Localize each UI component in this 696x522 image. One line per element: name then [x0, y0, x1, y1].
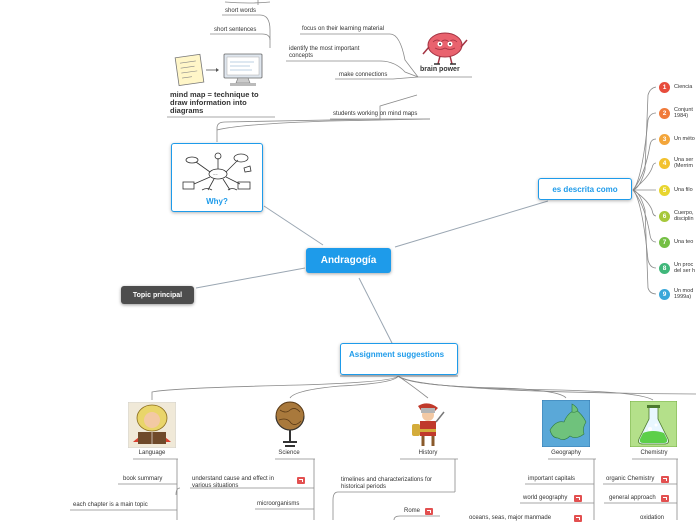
rome-text: Rome — [404, 508, 421, 514]
list-item-label: Conjunt 1984) — [674, 107, 693, 119]
list-item-label: Una teo — [674, 239, 694, 245]
note-flag-icon — [661, 495, 669, 502]
globe-icon — [275, 401, 305, 447]
svg-text:~~: ~~ — [213, 172, 218, 177]
organic-chemistry-text: organic Chemistry — [606, 476, 655, 482]
focus-text: focus on their learning material — [302, 26, 385, 32]
central-topic[interactable]: Andragogía — [306, 248, 391, 273]
assignment-topic[interactable]: Assignment suggestions — [340, 343, 458, 375]
short-sentences-text: short sentences — [214, 27, 257, 33]
list-item-label: Una filo — [674, 187, 693, 193]
brain-power-label: brain power — [420, 66, 460, 73]
book-summary-text: book summary — [123, 476, 163, 482]
chapter-text: each chapter is a main topic — [73, 502, 148, 508]
europe-map-icon — [542, 400, 590, 447]
floating-topic[interactable]: Topic principal — [121, 286, 194, 304]
list-number-badge: 8 — [659, 263, 670, 274]
descrita-topic-label: es descrita como — [552, 184, 618, 194]
brain-icon — [422, 32, 468, 65]
make-connections-text: make connections — [339, 72, 388, 78]
mindmap-sketch-icon: ~~ — [182, 152, 252, 191]
descrita-topic[interactable]: es descrita como — [538, 178, 632, 200]
geography-label: Geography — [551, 450, 581, 456]
history-soldier-icon — [412, 403, 445, 446]
list-number-badge: 6 — [659, 211, 670, 222]
language-label: Language — [138, 450, 166, 456]
science-label: Science — [278, 450, 300, 456]
chemistry-label: Chemistry — [640, 450, 668, 456]
identify-text: identify the most important concepts — [289, 46, 360, 59]
world-geography-text: world geography — [523, 495, 568, 501]
computer-notes-icon — [174, 53, 263, 86]
list-item-label: Ciencia — [674, 84, 693, 90]
cause-effect-text: understand cause and effect in various s… — [192, 476, 274, 489]
list-item-label: Un mod 1999a) — [674, 288, 694, 300]
why-topic[interactable]: ~~ Why? — [171, 143, 263, 212]
list-number-badge: 7 — [659, 237, 670, 248]
oceans-text: oceans, seas, major manmade — [469, 515, 552, 521]
note-flag-icon — [297, 477, 305, 484]
note-flag-icon — [574, 515, 582, 522]
students-text: students working on mind maps — [333, 111, 418, 117]
floating-topic-label: Topic principal — [132, 291, 183, 299]
note-flag-icon — [661, 476, 669, 483]
list-item-label: Un proc del ser h — [674, 262, 696, 274]
list-number-badge: 9 — [659, 289, 670, 300]
history-label: History — [418, 450, 438, 456]
general-approach-text: general approach — [609, 495, 656, 501]
list-number-badge: 1 — [659, 82, 670, 93]
list-item-label: Un méto — [674, 136, 695, 142]
language-icon — [128, 402, 176, 448]
why-topic-label: Why? — [206, 197, 228, 206]
mindmap-definition: mind map = technique to draw information… — [170, 90, 259, 115]
list-number-badge: 4 — [659, 158, 670, 169]
short-words-text: short words — [225, 8, 257, 14]
central-topic-label: Andragogía — [320, 255, 377, 266]
list-number-badge: 2 — [659, 108, 670, 119]
note-flag-icon — [574, 495, 582, 502]
list-number-badge: 3 — [659, 134, 670, 145]
chemistry-flask-icon — [630, 401, 677, 447]
list-number-badge: 5 — [659, 185, 670, 196]
assignment-topic-label: Assignment suggestions — [349, 350, 445, 359]
note-flag-icon — [425, 508, 433, 515]
microorganisms-text: microorganisms — [257, 501, 300, 507]
oxidation-text: oxidation — [640, 515, 665, 521]
capitals-text: important capitals — [528, 476, 576, 482]
list-item-label: Una ser (Merrim — [674, 157, 694, 169]
list-item-label: Cuerpo, disciplin — [674, 210, 694, 222]
timelines-text: timelines and characterizations for hist… — [341, 477, 433, 490]
